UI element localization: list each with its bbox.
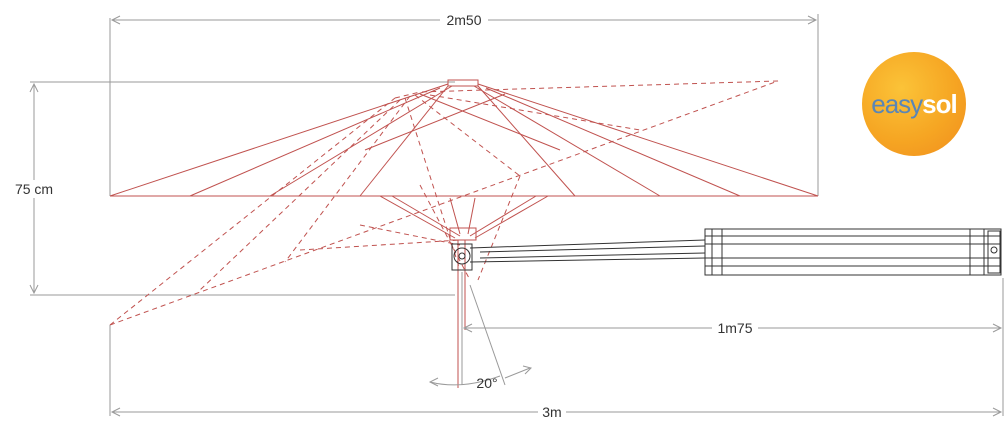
- dimension-height: 75 cm: [15, 81, 455, 296]
- total-width-label: 3m: [542, 404, 561, 420]
- logo-text: easysol: [871, 89, 957, 120]
- wall-bracket: [704, 228, 1002, 276]
- wall-arm: [451, 239, 706, 271]
- dimension-arm-length: 1m75: [461, 272, 1004, 336]
- logo-text-easy: easy: [871, 88, 923, 119]
- dimension-top-width: 2m50: [109, 12, 819, 196]
- dimension-total-width: 3m: [109, 325, 1004, 420]
- height-label: 75 cm: [15, 181, 53, 197]
- arm-length-label: 1m75: [717, 320, 752, 336]
- canopy-tilted: [109, 80, 779, 326]
- easysol-logo: easysol: [862, 52, 966, 156]
- logo-text-sol: sol: [922, 88, 958, 119]
- angle-label: 20°: [476, 375, 497, 391]
- canopy-horizontal: [109, 79, 819, 239]
- top-width-label: 2m50: [446, 12, 481, 28]
- dimension-angle: 20°: [428, 284, 532, 391]
